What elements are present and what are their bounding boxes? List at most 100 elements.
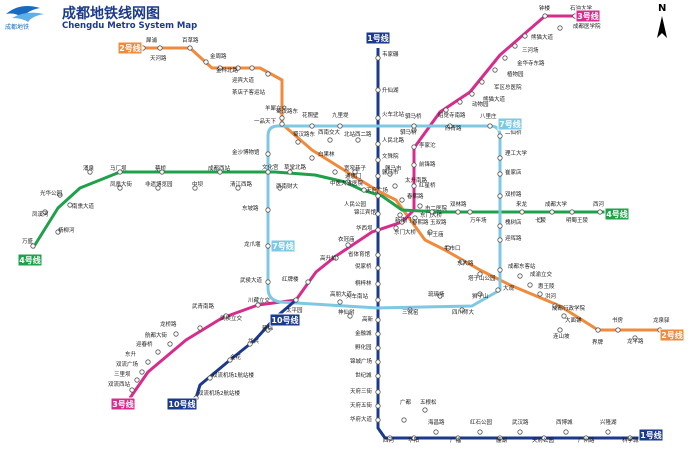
station-marker[interactable] <box>632 335 638 341</box>
station-marker[interactable] <box>375 157 381 163</box>
station-marker[interactable] <box>469 91 475 97</box>
station-marker[interactable] <box>375 265 381 271</box>
station-marker[interactable] <box>155 349 161 355</box>
station-marker[interactable] <box>375 345 381 351</box>
station-marker[interactable] <box>361 187 367 193</box>
station-marker[interactable] <box>223 313 229 319</box>
station-marker[interactable] <box>139 369 145 375</box>
station-marker[interactable] <box>159 169 165 175</box>
station-marker[interactable] <box>375 252 381 258</box>
station-marker[interactable] <box>412 215 418 221</box>
station-marker[interactable] <box>492 67 498 73</box>
station-marker[interactable] <box>197 325 203 331</box>
station-marker[interactable] <box>375 87 381 93</box>
station-marker[interactable] <box>393 225 399 231</box>
station-marker[interactable] <box>387 171 393 177</box>
station-marker[interactable] <box>305 279 311 285</box>
station-marker[interactable] <box>399 197 405 203</box>
station-marker[interactable] <box>375 297 381 303</box>
station-marker[interactable] <box>375 55 381 61</box>
station-marker[interactable] <box>387 435 393 441</box>
station-marker[interactable] <box>375 331 381 337</box>
station-marker[interactable] <box>265 279 271 285</box>
station-marker[interactable] <box>277 185 283 191</box>
station-marker[interactable] <box>552 303 558 309</box>
station-marker[interactable] <box>401 417 407 423</box>
station-marker[interactable] <box>519 209 525 215</box>
station-marker[interactable] <box>477 271 483 277</box>
station-marker[interactable] <box>422 407 428 413</box>
station-marker[interactable] <box>279 115 285 121</box>
station-marker[interactable] <box>457 99 463 105</box>
station-marker[interactable] <box>345 179 351 185</box>
station-marker[interactable] <box>265 151 271 157</box>
station-marker[interactable] <box>411 144 417 150</box>
station-marker[interactable] <box>345 242 351 248</box>
station-marker[interactable] <box>375 417 381 423</box>
station-marker[interactable] <box>217 65 223 71</box>
station-marker[interactable] <box>399 219 405 225</box>
station-marker[interactable] <box>497 171 503 177</box>
station-marker[interactable] <box>309 123 315 129</box>
station-marker[interactable] <box>569 209 575 215</box>
station-marker[interactable] <box>512 43 518 49</box>
station-marker[interactable] <box>447 123 453 129</box>
station-marker[interactable] <box>467 209 473 215</box>
station-marker[interactable] <box>583 435 589 441</box>
station-marker[interactable] <box>337 299 343 305</box>
station-marker[interactable] <box>561 313 567 319</box>
station-marker[interactable] <box>537 291 543 297</box>
station-marker[interactable] <box>375 211 381 217</box>
station-marker[interactable] <box>557 327 563 333</box>
station-marker[interactable] <box>355 137 361 143</box>
station-marker[interactable] <box>375 281 381 287</box>
station-marker[interactable] <box>445 245 451 251</box>
station-marker[interactable] <box>375 141 381 147</box>
station-marker[interactable] <box>429 209 435 215</box>
station-marker[interactable] <box>427 229 433 235</box>
station-marker[interactable] <box>459 307 465 313</box>
station-marker[interactable] <box>605 429 611 435</box>
station-marker[interactable] <box>203 59 209 65</box>
station-marker[interactable] <box>134 377 140 383</box>
station-marker[interactable] <box>557 25 563 31</box>
station-marker[interactable] <box>87 169 93 175</box>
station-marker[interactable] <box>332 169 338 175</box>
station-marker[interactable] <box>407 307 413 313</box>
station-marker[interactable] <box>42 209 48 215</box>
station-marker[interactable] <box>235 185 241 191</box>
station-marker[interactable] <box>497 193 503 199</box>
station-marker[interactable] <box>173 331 179 337</box>
station-marker[interactable] <box>541 435 547 441</box>
station-marker[interactable] <box>117 169 123 175</box>
station-marker[interactable] <box>375 373 381 379</box>
station-marker[interactable] <box>477 429 483 435</box>
station-marker[interactable] <box>459 259 465 265</box>
station-marker[interactable] <box>265 327 271 333</box>
station-marker[interactable] <box>455 209 461 215</box>
station-marker[interactable] <box>443 107 449 113</box>
station-marker[interactable] <box>375 173 381 179</box>
station-marker[interactable] <box>57 192 63 198</box>
station-marker[interactable] <box>392 183 398 189</box>
station-marker[interactable] <box>375 359 381 365</box>
station-marker[interactable] <box>157 45 163 51</box>
station-marker[interactable] <box>295 139 301 145</box>
station-marker[interactable] <box>411 435 417 441</box>
station-marker[interactable] <box>433 429 439 435</box>
station-marker[interactable] <box>337 123 343 129</box>
station-marker[interactable] <box>375 389 381 395</box>
station-marker[interactable] <box>352 169 358 175</box>
station-marker[interactable] <box>497 133 503 139</box>
station-marker[interactable] <box>287 169 293 175</box>
station-marker[interactable] <box>411 162 417 168</box>
station-marker[interactable] <box>411 123 417 129</box>
station-marker[interactable] <box>217 169 223 175</box>
station-marker[interactable] <box>615 327 621 333</box>
station-marker[interactable] <box>207 375 213 381</box>
station-marker[interactable] <box>527 282 533 288</box>
station-marker[interactable] <box>347 313 353 319</box>
station-marker[interactable] <box>155 185 161 191</box>
station-marker[interactable] <box>247 341 253 347</box>
station-marker[interactable] <box>309 155 315 161</box>
